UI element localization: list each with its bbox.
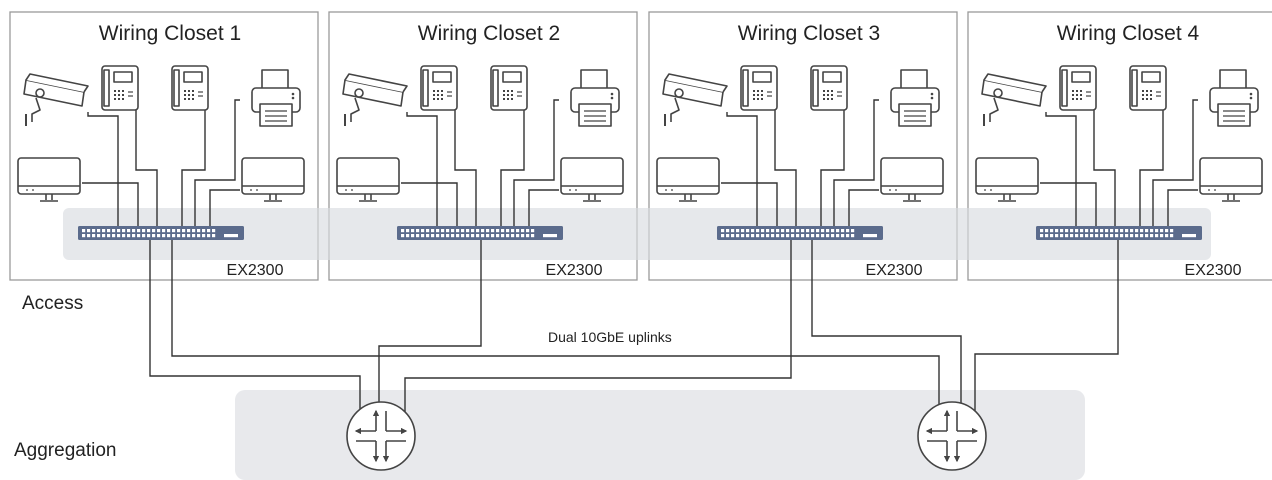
- tier-label-aggregation: Aggregation: [14, 440, 116, 461]
- closet-title-4: Wiring Closet 4: [1057, 22, 1200, 45]
- ip-phone-icon: [740, 65, 778, 111]
- ip-phone-icon: [420, 65, 458, 111]
- printer-icon: [251, 69, 301, 127]
- closet-frame-1: [9, 11, 319, 281]
- closet-title-2: Wiring Closet 2: [418, 22, 560, 45]
- monitor-icon: [880, 157, 944, 202]
- tier-label-access: Access: [22, 293, 83, 314]
- uplink-wire-6: [974, 240, 1119, 412]
- device-wires-4: [1040, 99, 1198, 226]
- printer-icon: [1209, 69, 1259, 127]
- closet-frame-4: [967, 11, 1272, 281]
- switch-icon-4: [1036, 226, 1202, 240]
- monitor-icon: [560, 157, 624, 202]
- closet-frame-2: [328, 11, 638, 281]
- monitor-icon: [241, 157, 305, 202]
- uplink-wire-5: [811, 240, 962, 412]
- switch-model-label-2: EX2300: [546, 262, 603, 279]
- uplink-wire-3: [378, 240, 482, 412]
- ip-phone-icon: [1129, 65, 1167, 111]
- camera-icon: [981, 73, 1047, 126]
- switch-model-label-3: EX2300: [866, 262, 923, 279]
- uplink-wire-2: [171, 240, 940, 412]
- monitor-icon: [975, 157, 1039, 202]
- switch-model-label-1: EX2300: [227, 262, 284, 279]
- ip-phone-icon: [1059, 65, 1097, 111]
- uplink-label: Dual 10GbE uplinks: [548, 329, 672, 345]
- uplink-wire-4: [404, 240, 792, 412]
- closet-title-3: Wiring Closet 3: [738, 22, 880, 45]
- camera-icon: [662, 73, 728, 126]
- ip-phone-icon: [171, 65, 209, 111]
- device-wires-2: [401, 99, 559, 226]
- device-wires-1: [82, 99, 240, 226]
- ip-phone-icon: [101, 65, 139, 111]
- camera-icon: [342, 73, 408, 126]
- switch-model-label-4: EX2300: [1185, 262, 1242, 279]
- aggregation-band: [235, 390, 1085, 480]
- ip-phone-icon: [490, 65, 528, 111]
- switch-icon-3: [717, 226, 883, 240]
- monitor-icon: [17, 157, 81, 202]
- router-icon: [346, 401, 416, 471]
- closet-title-1: Wiring Closet 1: [99, 22, 241, 45]
- closet-frame-3: [648, 11, 958, 281]
- access-band: [63, 208, 1211, 260]
- router-icon: [917, 401, 987, 471]
- monitor-icon: [336, 157, 400, 202]
- device-wires-3: [721, 99, 879, 226]
- switch-icon-2: [397, 226, 563, 240]
- switch-icon-1: [78, 226, 244, 240]
- monitor-icon: [1199, 157, 1263, 202]
- uplink-wire-1: [149, 240, 361, 412]
- camera-icon: [23, 73, 89, 126]
- ip-phone-icon: [810, 65, 848, 111]
- printer-icon: [570, 69, 620, 127]
- printer-icon: [890, 69, 940, 127]
- monitor-icon: [656, 157, 720, 202]
